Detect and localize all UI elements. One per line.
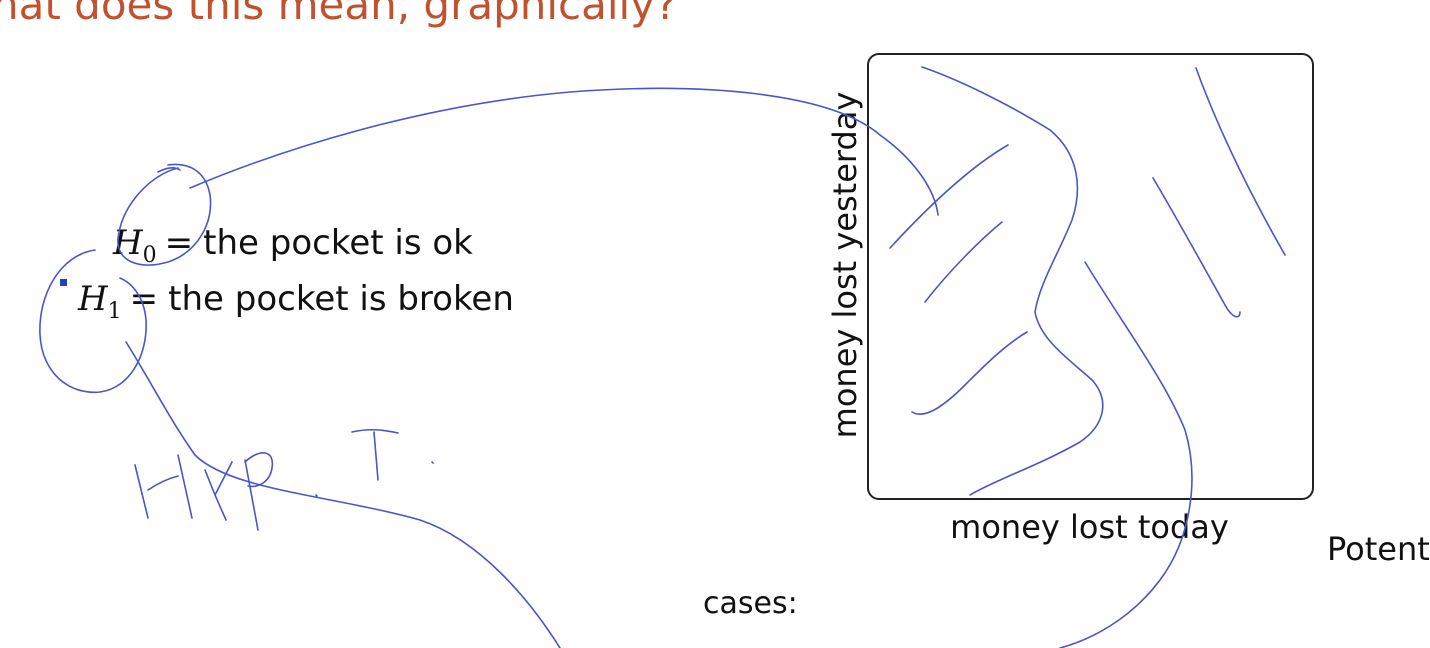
hypothesis-h1: H1=the pocket is broken xyxy=(78,279,514,324)
h1-text: the pocket is broken xyxy=(168,279,514,319)
pen-arc-h1-down xyxy=(125,341,561,648)
h0-text: the pocket is ok xyxy=(203,223,473,263)
plot-x-axis-label: money lost today xyxy=(950,508,1229,546)
pen-letter-h xyxy=(134,454,193,519)
cursor-marker-square xyxy=(60,279,67,286)
pen-dot-2 xyxy=(431,461,434,464)
cases-label: cases: xyxy=(703,586,798,621)
pen-stroke-h0-tick xyxy=(157,167,181,173)
h1-symbol: H1 xyxy=(78,279,122,324)
h0-symbol: H0 xyxy=(113,223,157,268)
h1-equals: = xyxy=(129,279,159,319)
h0-equals: = xyxy=(164,223,194,263)
cursor-marker-icon xyxy=(60,279,67,286)
pen-dot-1 xyxy=(315,494,318,497)
potential-text-cutoff: Potent xyxy=(1327,530,1430,568)
slide-title: hat does this mean, graphically? xyxy=(0,0,678,29)
hypothesis-h0: H0=the pocket is ok xyxy=(113,223,473,268)
pen-letter-t xyxy=(351,428,399,481)
plot-frame xyxy=(867,53,1314,500)
pen-letter-p xyxy=(244,452,274,531)
pen-letter-y xyxy=(204,461,233,521)
plot-y-axis-label: money lost yesterday xyxy=(826,91,864,439)
